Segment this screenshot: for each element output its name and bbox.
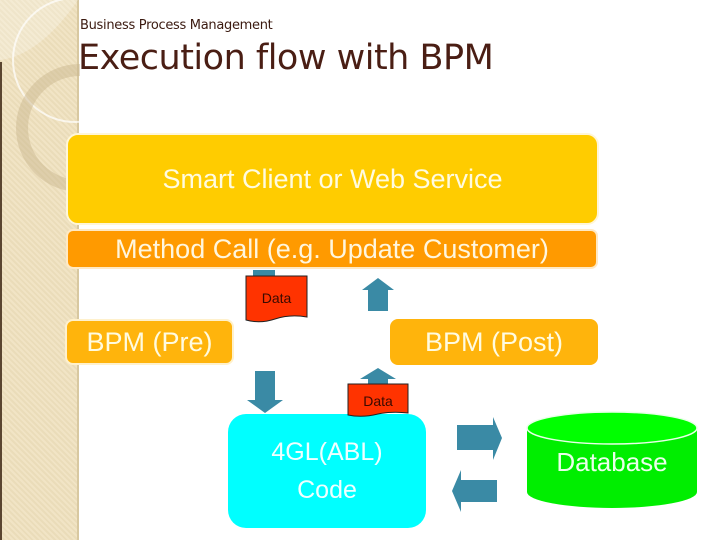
- sidebar-edge-line: [0, 62, 2, 540]
- database-top: [526, 411, 698, 445]
- large-circle: [12, 0, 80, 123]
- bpm-post-label: BPM (Post): [424, 326, 564, 357]
- up-arrow-1: [362, 278, 394, 311]
- code-node: 4GL(ABL) Code: [228, 414, 426, 528]
- right-arrow: [457, 417, 502, 460]
- slide-title: Execution flow with BPM: [78, 38, 494, 78]
- method-call-node: Method Call (e.g. Update Customer): [66, 229, 598, 269]
- database-label: Database: [556, 447, 668, 477]
- bpm-pre-node: BPM (Pre): [65, 319, 234, 365]
- data-flag-1-label: Data: [261, 290, 292, 306]
- down-arrow-2: [247, 371, 283, 413]
- left-arrow: [452, 470, 497, 512]
- database-cylinder: [526, 411, 698, 508]
- bpm-post-node: BPM (Post): [390, 319, 598, 365]
- bpm-pre-label: BPM (Pre): [86, 326, 213, 357]
- circle-decoration: [0, 0, 80, 192]
- client-node: Smart Client or Web Service: [66, 133, 599, 225]
- code-label-line1: 4GL(ABL): [271, 438, 383, 466]
- code-label-line2: Code: [297, 476, 357, 504]
- data-flag-2: [347, 383, 409, 417]
- slide-subtitle: Business Process Management: [80, 18, 273, 33]
- up-arrow-2: [360, 368, 396, 388]
- method-call-label: Method Call (e.g. Update Customer): [115, 233, 549, 264]
- corner-highlight: [0, 0, 78, 60]
- data-flag-2-label: Data: [363, 393, 393, 409]
- sidebar-border: [77, 0, 79, 540]
- database-body: [527, 428, 697, 508]
- client-label: Smart Client or Web Service: [162, 163, 503, 194]
- ring-circle: [16, 64, 80, 192]
- down-arrow-1: [253, 270, 275, 280]
- data-flag-1: [245, 275, 308, 323]
- sidebar-decoration: [0, 0, 78, 540]
